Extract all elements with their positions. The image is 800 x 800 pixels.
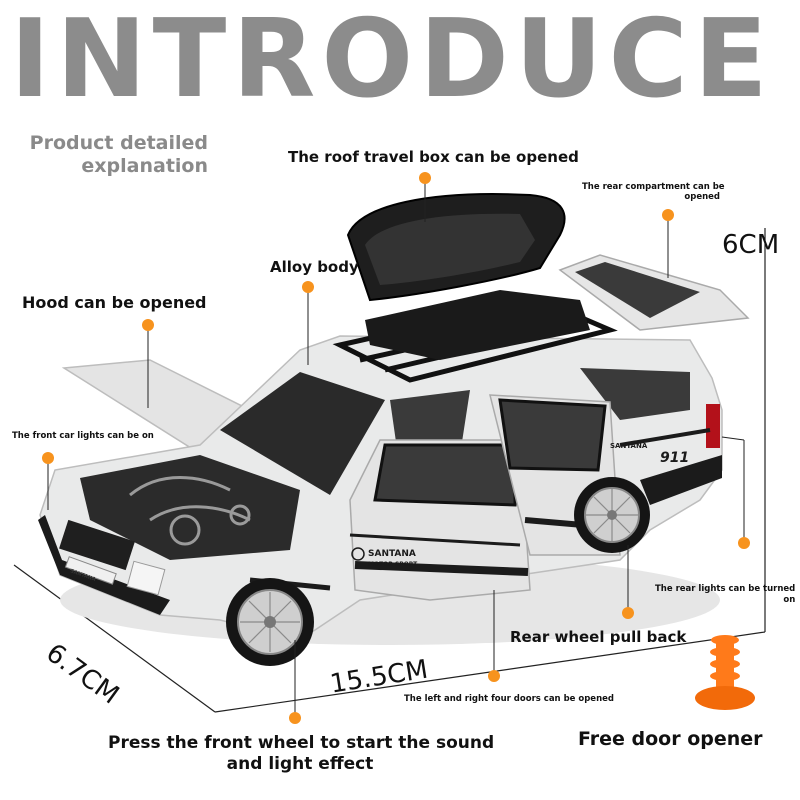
rear-door-window [498,398,607,472]
rear-badge-text: 911 [660,450,689,466]
front-headlight [126,560,166,596]
label-front-lights: The front car lights can be on [12,431,154,441]
label-alloy-body: Alloy body [270,258,359,276]
label-front-wheel-line-1: Press the front wheel to start the sound [108,733,495,753]
front-door-stripe-thin [349,533,521,547]
label-rear-lights-line-2: on [783,595,796,606]
front-wheel [226,578,314,666]
label-rear-compartment-line-2: opened [684,192,720,202]
rear-side-text: SANTANA [610,442,648,450]
dimension-height: 6CM [722,230,780,260]
door-badge-text: SANTANA [368,549,416,559]
orange-markers [42,172,750,724]
label-rear-wheel: Rear wheel pull back [510,628,687,646]
front-plate [64,556,117,585]
label-doors: The left and right four doors can be ope… [404,694,614,704]
label-door-opener: Free door opener [578,728,763,750]
marker-doors [488,670,500,682]
front-door-stripe [354,561,529,576]
marker-front-lights [42,452,54,464]
label-rear-lights: The rear lights can be turned on [655,584,795,606]
label-hood: Hood can be opened [22,293,207,312]
marker-rear-lights [738,537,750,549]
label-roof-box: The roof travel box can be opened [288,148,579,166]
marker-alloy-body [302,281,314,293]
subtitle-line-1: Product detailed [29,132,208,154]
door-badge-logo [351,547,365,561]
label-rear-compartment: The rear compartment can be opened [582,182,725,202]
subtitle-line-2: explanation [81,154,208,177]
label-rear-lights-line-1: The rear lights can be turned [655,584,796,594]
door-opener-tool [695,635,755,710]
front-grille [59,519,135,571]
rear-bumper [640,455,722,505]
rear-side-window [580,368,690,420]
label-rear-compartment-line-1: The rear compartment can be [582,182,725,192]
windshield [220,372,385,495]
roof-box-base [365,290,590,360]
marker-roof-box [419,172,431,184]
label-front-wheel: Press the front wheel to start the sound… [108,733,495,776]
marker-rear-compartment [662,209,674,221]
rear-hatch-glass [575,262,700,318]
rear-wheel [574,477,650,553]
page-title: INTRODUCE [10,0,774,122]
door-badge-subtext: MOTOR SPORT [368,561,418,568]
front-bumper [38,515,170,615]
subtitle: Product detailed explanation [30,132,208,178]
engine-details [129,476,251,546]
front-door-window [373,443,517,507]
rear-taillight [706,404,720,448]
roof-box-lid-inner [365,213,535,285]
marker-hood [142,319,154,331]
leader-lines [47,178,745,718]
marker-rear-wheel [622,607,634,619]
marker-front-wheel [289,712,301,724]
label-front-wheel-line-2: and light effect [226,754,374,775]
body-stripe-rear [619,428,711,447]
